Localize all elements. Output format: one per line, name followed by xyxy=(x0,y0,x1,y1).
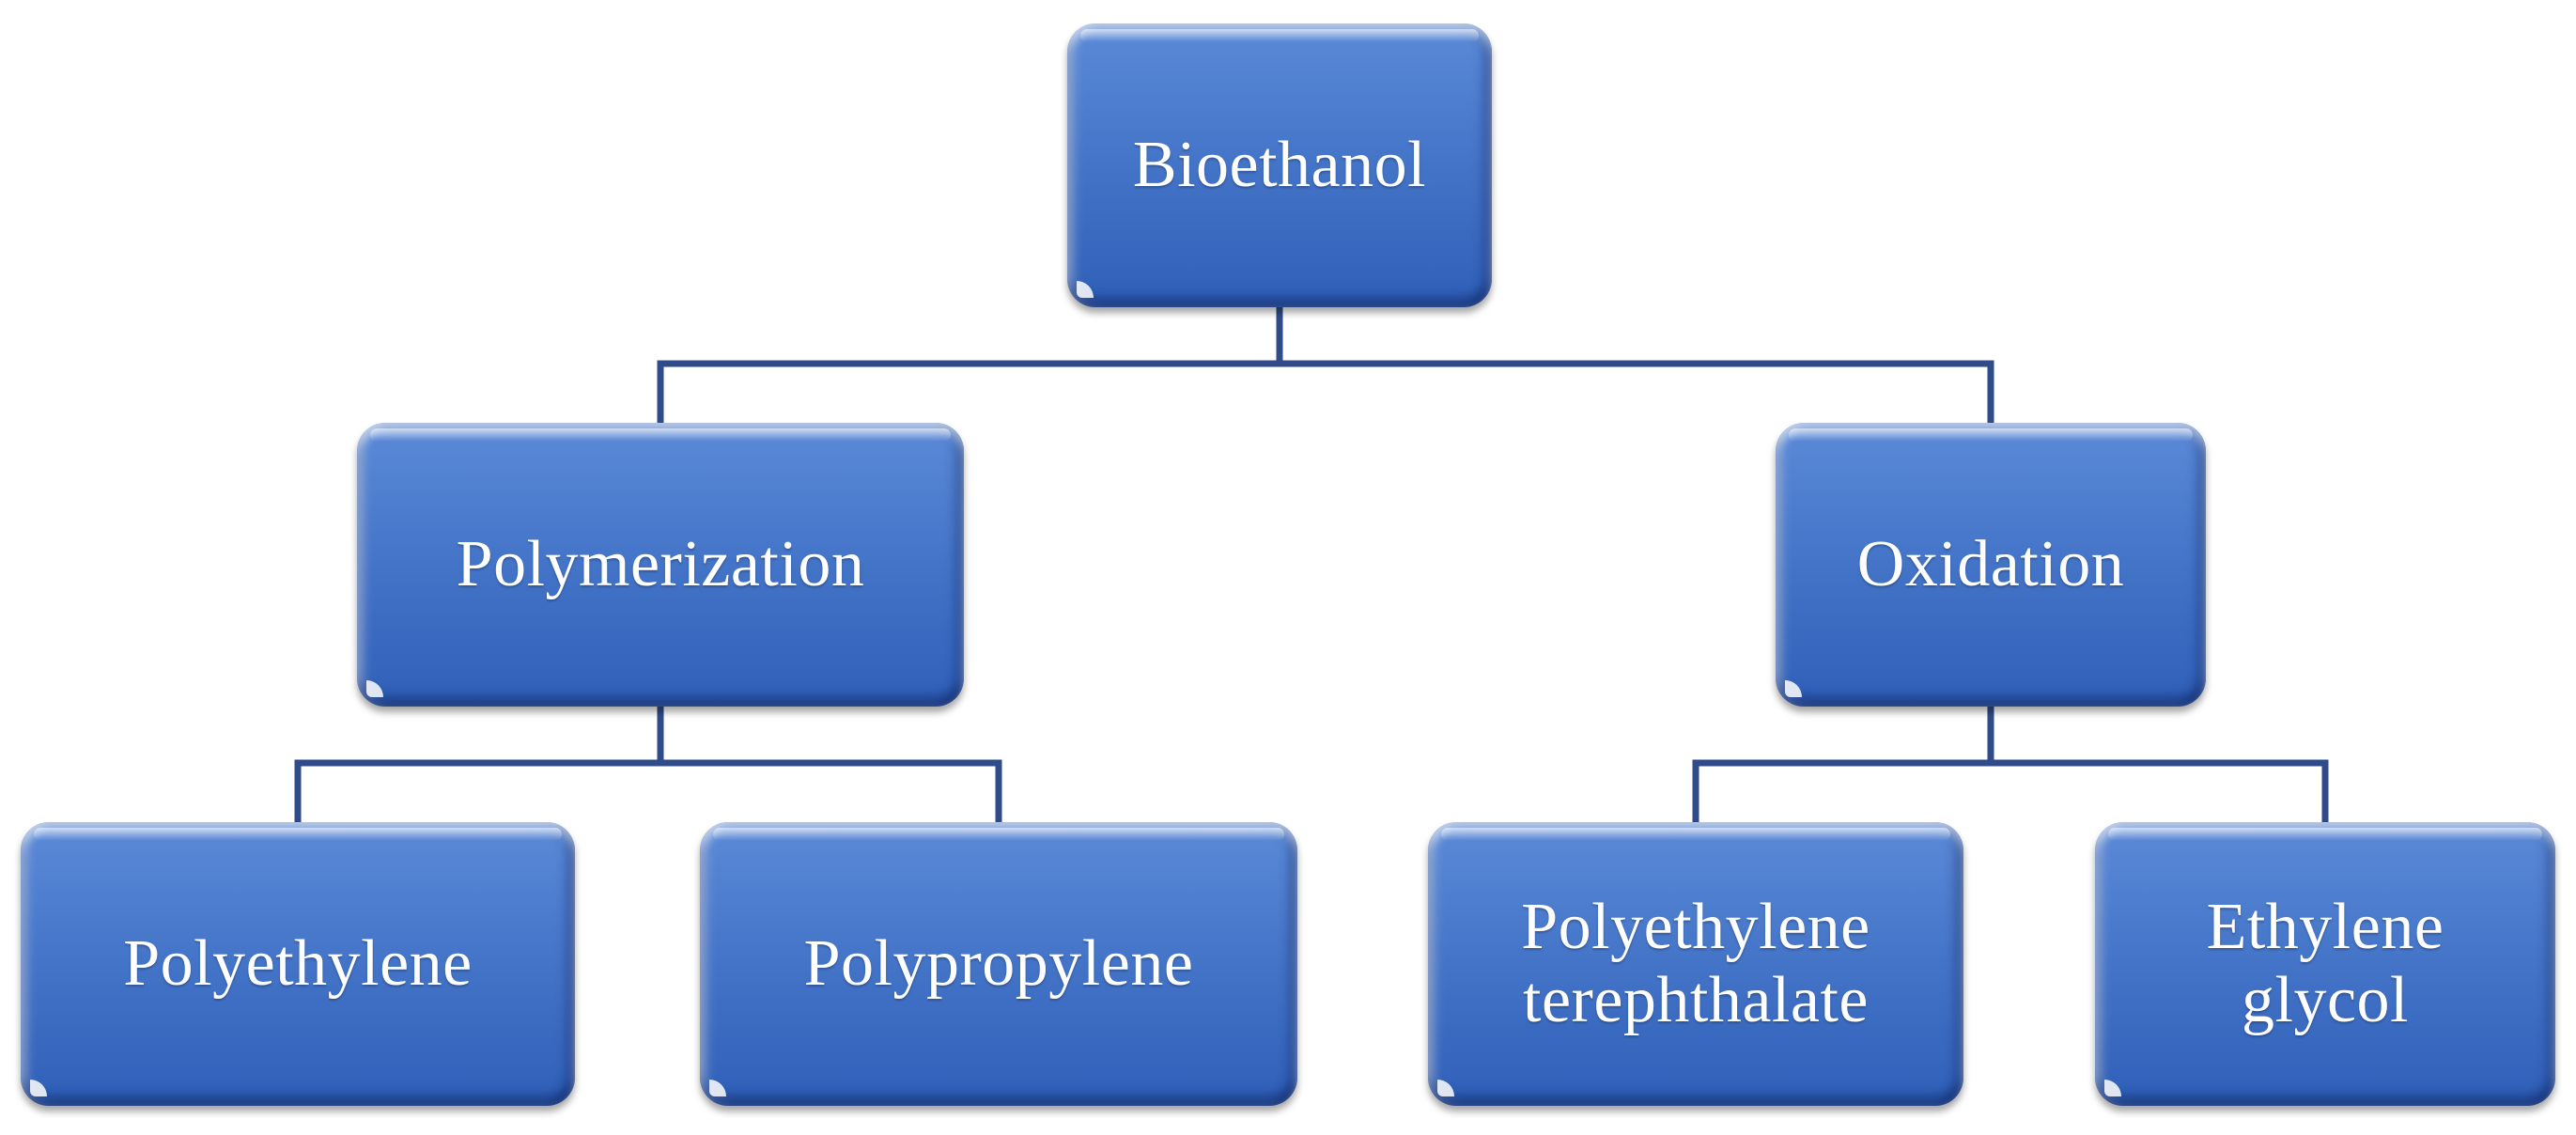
node-label: Polyethylene xyxy=(123,927,473,1000)
node-label: Polyethylene terephthalate xyxy=(1521,891,1870,1036)
node-label: Polymerization xyxy=(456,528,865,600)
node-polymerization: Polymerization xyxy=(357,423,964,707)
node-polypropylene: Polypropylene xyxy=(700,822,1297,1106)
node-label: Polypropylene xyxy=(803,927,1194,1000)
node-bioethanol: Bioethanol xyxy=(1067,23,1492,307)
node-ethylene-glycol: Ethylene glycol xyxy=(2095,822,2555,1106)
connector-bioethanol-to-processes xyxy=(657,303,1994,427)
connector-oxidation-to-products xyxy=(1692,703,2329,826)
connector-polymerization-to-products xyxy=(294,703,1002,826)
node-oxidation: Oxidation xyxy=(1776,423,2206,707)
node-label: Bioethanol xyxy=(1132,129,1427,201)
node-label: Ethylene glycol xyxy=(2206,891,2444,1036)
node-label: Oxidation xyxy=(1856,528,2125,600)
node-polyethylene: Polyethylene xyxy=(21,822,575,1106)
node-polyethylene-terephthalate: Polyethylene terephthalate xyxy=(1428,822,1963,1106)
